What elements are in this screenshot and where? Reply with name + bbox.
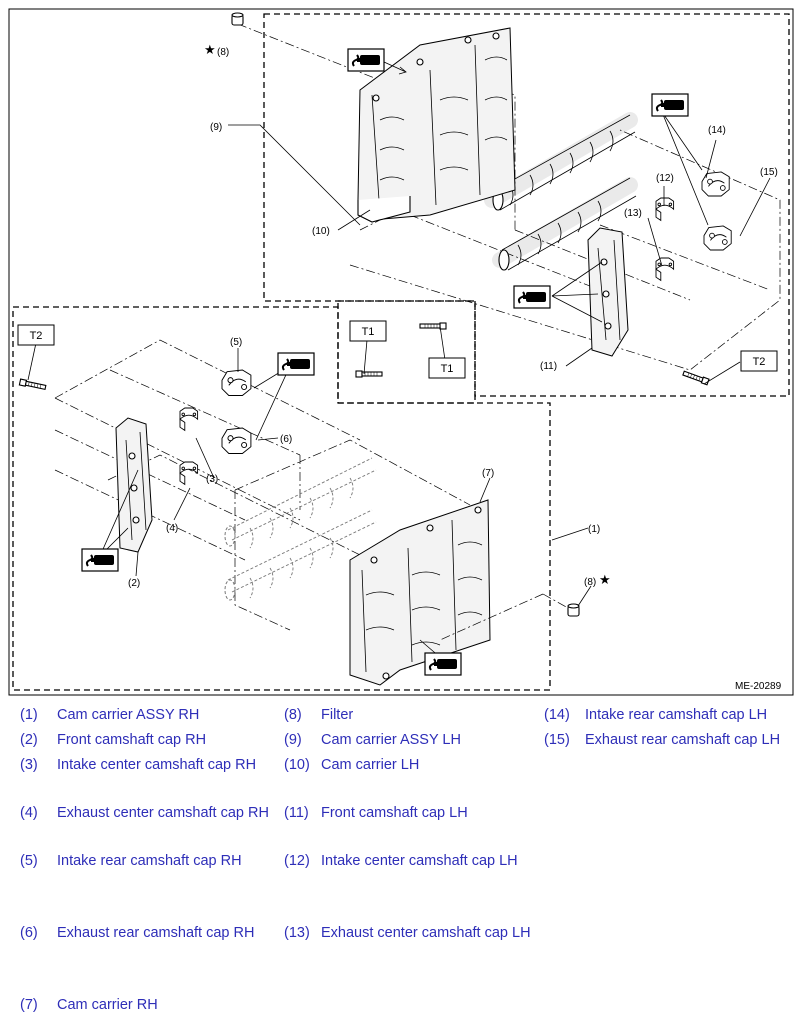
legend-item-number: (14) (544, 707, 570, 723)
legend-item-name: Cam carrier RH (57, 997, 158, 1013)
svg-text:T1: T1 (362, 326, 375, 338)
svg-text:T2: T2 (30, 330, 43, 342)
filter-top (231, 12, 244, 26)
lh-assembly-boundary (263, 13, 790, 397)
t1-bolt-boundary (337, 300, 476, 404)
intake-rear-cap-rh (221, 369, 252, 396)
legend-item-number: (2) (20, 732, 38, 748)
legend-item-name: Cam carrier ASSY LH (321, 732, 461, 748)
legend-item-name: Exhaust rear camshaft cap LH (585, 732, 781, 748)
legend-item-name: Exhaust center camshaft cap RH (57, 805, 269, 821)
callout-labels: ★ (8) (9) (10) (14) (12) (15) (13) (11) … (128, 42, 778, 589)
callout-9: (9) (210, 122, 222, 133)
callout-2: (2) (128, 578, 140, 589)
front-camshaft-cap-rh (115, 417, 153, 553)
legend-item-name: Filter (321, 707, 354, 723)
legend-item-number: (5) (20, 853, 38, 869)
legend-item-number: (11) (284, 805, 309, 821)
callout-11: (11) (540, 361, 557, 372)
sealant-icon-lh-front-cap (513, 285, 551, 309)
exploded-parts-diagram: T2 T1 T1 T2 ★ (8) (9) (10) (14) (12) (15… (8, 8, 794, 696)
t2-bolt-left (18, 378, 47, 391)
legend-item-name: Cam carrier LH (321, 757, 420, 773)
callout-1: (1) (588, 524, 600, 535)
legend-item-name: Exhaust rear camshaft cap RH (57, 925, 255, 941)
exhaust-rear-cap-lh (703, 225, 732, 251)
sealant-icon-lh-carrier (347, 48, 385, 72)
callout-10: (10) (312, 226, 330, 237)
svg-text:T1: T1 (441, 363, 454, 375)
parts-legend: (1) Cam carrier ASSY RH (2) Front camshaft … (0, 700, 803, 1022)
leader-lines (27, 61, 771, 665)
exhaust-rear-cap-rh (221, 427, 252, 454)
legend-item-number: (4) (20, 805, 38, 821)
callout-12: (12) (656, 173, 674, 184)
callout-15: (15) (760, 167, 778, 178)
legend-item-number: (15) (544, 732, 570, 748)
legend-item-name: Intake rear camshaft cap RH (57, 853, 242, 869)
legend-item-name: Front camshaft cap RH (57, 732, 207, 748)
filter-bottom (567, 603, 580, 617)
figure-id: ME-20289 (735, 681, 782, 692)
callout-3: (3) (206, 474, 218, 485)
t1-bolt-top (419, 322, 447, 330)
torque-box-t2-right: T2 (740, 350, 778, 372)
t2-bolt-right (681, 369, 710, 386)
legend-item-number: (8) (284, 707, 302, 723)
legend-item-number: (3) (20, 757, 38, 773)
t1-bolt-mid (355, 370, 383, 378)
intake-center-cap-rh (179, 407, 199, 431)
legend-item-name: Intake rear camshaft cap LH (585, 707, 768, 723)
callout-13: (13) (624, 208, 642, 219)
legend-item-name: Intake center camshaft cap RH (57, 757, 257, 773)
camshaft-lh-lower (492, 177, 638, 271)
sealant-icon-rh-carrier (424, 652, 462, 676)
camshaft-rh-upper (224, 457, 377, 549)
exhaust-center-cap-lh (655, 257, 675, 281)
callout-14: (14) (708, 125, 726, 136)
torque-box-t2-left: T2 (17, 324, 55, 346)
callout-8-top: (8) (217, 47, 229, 58)
legend-item-name: Cam carrier ASSY RH (57, 707, 200, 723)
legend-item-number: (7) (20, 997, 38, 1013)
legend-item-number: (9) (284, 732, 302, 748)
intake-center-cap-lh (655, 197, 675, 221)
callout-8-bottom: (8) (584, 577, 596, 588)
star-mark-8-top: ★ (204, 42, 216, 57)
camshaft-rh-lower (224, 509, 377, 601)
torque-box-t1-mid: T1 (349, 320, 387, 342)
cam-carrier-lh (357, 27, 516, 223)
torque-box-t1-bottom: T1 (428, 357, 466, 379)
sealant-icon-lh-rear-caps (651, 93, 689, 117)
callout-7: (7) (482, 468, 494, 479)
legend-item-number: (6) (20, 925, 38, 941)
callout-5: (5) (230, 337, 242, 348)
figure-frame (8, 8, 794, 696)
cam-carrier-rh (349, 499, 491, 686)
sealant-icon-rh-front-cap (81, 548, 119, 572)
legend-item-number: (1) (20, 707, 38, 723)
front-camshaft-cap-lh (587, 227, 629, 357)
intake-rear-cap-lh (701, 171, 730, 197)
callout-4: (4) (166, 523, 178, 534)
legend-item-number: (12) (284, 853, 310, 869)
legend-item-number: (13) (284, 925, 310, 941)
sealant-icon-rh-rear-caps (277, 352, 315, 376)
legend-item-name: Front camshaft cap LH (321, 805, 468, 821)
callout-6: (6) (280, 434, 292, 445)
svg-text:T2: T2 (753, 356, 766, 368)
exhaust-center-cap-rh (179, 461, 199, 485)
legend-item-name: Exhaust center camshaft cap LH (321, 925, 531, 941)
legend-item-number: (10) (284, 757, 310, 773)
star-mark-8-bottom: ★ (599, 572, 611, 587)
legend-item-name: Intake center camshaft cap LH (321, 853, 518, 869)
